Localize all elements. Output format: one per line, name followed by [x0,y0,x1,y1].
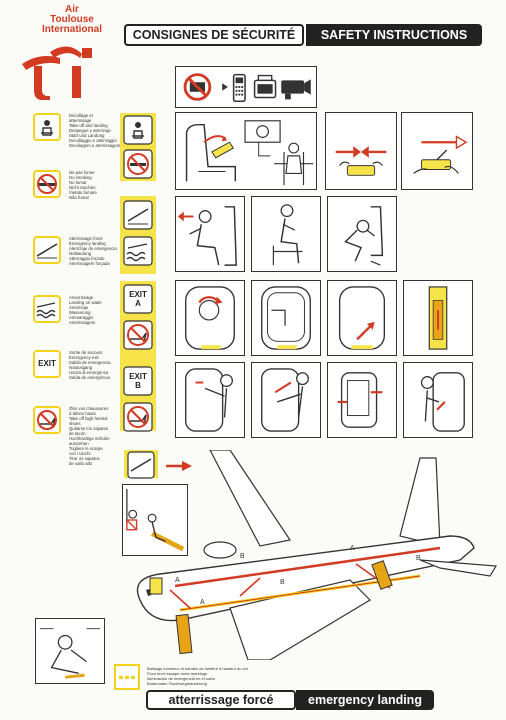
floor-lighting-icon [114,664,140,690]
door-b-step-1-panel [175,362,245,438]
airline-logo [20,40,100,100]
legend-text-water-landing: Amerrissage Landing on water Amerizaje W… [69,295,102,325]
footer-title-en: emergency landing [296,690,434,710]
no-high-heels-icon [123,320,153,350]
phone-icon [232,73,246,103]
door-label-b-overwing-right: B [280,579,285,586]
door-b-step-3-panel [327,362,397,438]
exit-a-sign-icon [123,284,153,314]
slide-inflation-panel [403,280,473,356]
brace-position-icon [123,200,153,230]
door-label-b-rear-right: B [416,555,421,562]
fasten-seatbelt-panel [325,112,397,190]
no-electronics-icon [183,73,212,101]
door-b-step-4-panel [403,362,473,438]
exit-b-label: EXIT B [129,372,147,390]
footer-title-fr: atterrissage forcé [146,690,296,710]
airline-name-line-2: Toulouse [50,14,94,25]
legend-text-seatbelt: Décollage et atterrissage Take-off and l… [69,113,121,148]
door-label-a-front-right: A [200,599,205,606]
aircraft-exit-diagram: A B A B A B [120,449,500,661]
airline-name-line-3: International [41,24,102,35]
seat-upright-panel [175,112,317,190]
header-title-en: SAFETY INSTRUCTIONS [306,24,482,46]
legend-text-emergency-landing: Atterrissage forcé Emergency landing Ate… [69,236,117,266]
header-title-fr: CONSIGNES DE SÉCURITÉ [124,24,304,46]
legend-text-no-smoking: Ne pas fumer No smoking No fumar Nicht r… [69,170,97,200]
exit-sign-icon [33,350,61,378]
radio-icon [253,74,277,99]
door-label-a-front-left: A [175,577,180,584]
door-a-step-3-panel [327,280,397,356]
door-label-a-rear-left: A [350,545,355,552]
evacuation-slide-panel [122,484,188,556]
exit-sign-label: EXIT [38,359,56,368]
legend-text-high-heels: Ôter vos chaussures à talons hauts Take … [69,406,110,466]
no-smoking-icon [33,170,61,198]
no-high-heels-icon [33,406,61,434]
camcorder-icon [281,79,311,100]
prohibited-devices-panel [175,66,317,108]
exit-a-label: EXIT A [129,290,147,308]
brace-position-icon [126,450,156,480]
no-high-heels-icon [123,402,153,432]
logo-graphic [22,46,92,100]
seatbelt-sign-icon [123,115,153,145]
water-landing-icon [33,295,61,323]
landing-on-water-panel [35,618,105,684]
door-b-step-2-panel [251,362,321,438]
floor-lighting-note: Balisage lumineux et bandes de lumière à… [147,666,248,686]
arrow-right-icon [164,459,194,473]
brace-seat-behind-panel [327,196,397,272]
release-seatbelt-panel [401,112,473,190]
exit-b-sign-icon [123,366,153,396]
water-landing-icon [123,236,153,266]
door-label-b-overwing-left: B [240,553,245,560]
no-smoking-icon [123,149,153,179]
legend-text-exit: Sortie de secours Emergency exit Salida … [69,350,111,380]
airline-name: Air Toulouse International [22,5,122,35]
door-a-step-1-panel [175,280,245,356]
brace-forward-panel [175,196,245,272]
airline-name-line-1: Air [65,4,79,15]
brace-position-icon [33,236,61,264]
door-a-step-2-panel [251,280,321,356]
seatbelt-sign-icon [33,113,61,141]
brace-head-down-panel [251,196,321,272]
